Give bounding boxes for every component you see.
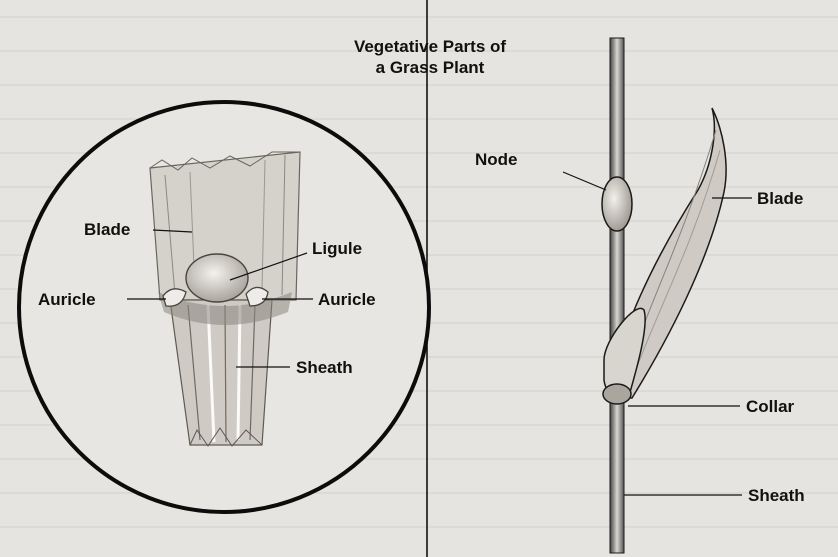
label-auricle-left: Auricle [38,291,96,308]
diagram-title-line-1: Vegetative Parts of [320,36,540,57]
ligule-shape [186,254,248,302]
label-ligule: Ligule [312,240,362,257]
label-auricle-right: Auricle [318,291,376,308]
label-blade-closeup: Blade [84,221,130,238]
label-sheath-plant: Sheath [748,487,805,504]
collar-shape [603,384,631,404]
label-collar: Collar [746,398,794,415]
label-blade-plant: Blade [757,190,803,207]
diagram-title-line-2: a Grass Plant [320,57,540,78]
label-sheath-closeup: Sheath [296,359,353,376]
diagram-title: Vegetative Parts of a Grass Plant [320,36,540,78]
label-node: Node [475,151,518,168]
closeup-sheath-highlight-2 [238,305,240,440]
node-shape [602,177,632,231]
stem-shape [610,38,624,553]
